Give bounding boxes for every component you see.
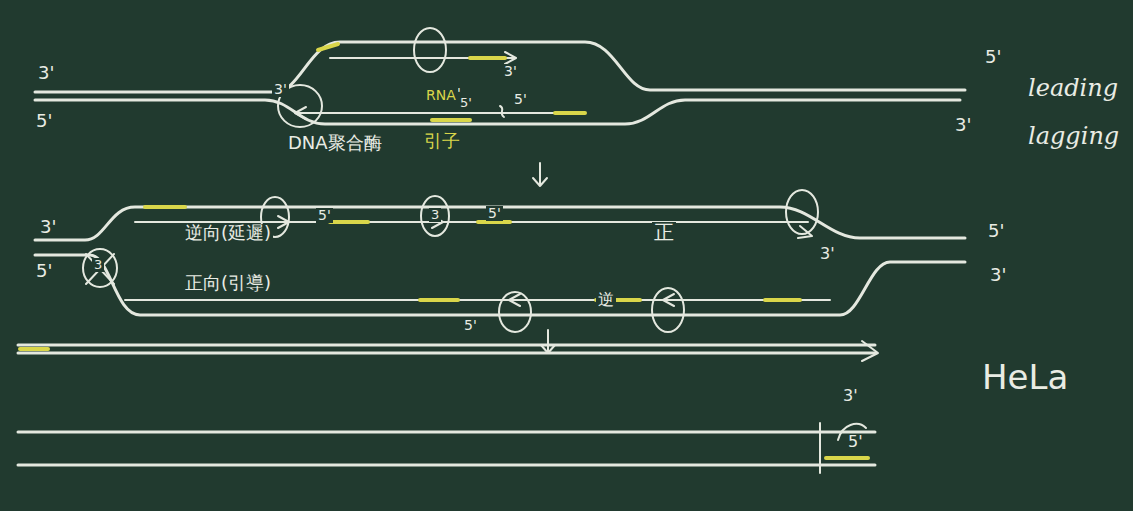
polymerase-circle bbox=[499, 292, 531, 332]
dna-strand bbox=[35, 42, 965, 92]
polymerase-circle bbox=[83, 249, 117, 287]
arrowhead bbox=[509, 294, 520, 306]
down-arrow bbox=[541, 330, 555, 353]
chalk-label: lagging bbox=[1026, 124, 1121, 149]
new-strand bbox=[135, 221, 808, 223]
primer-hook bbox=[500, 106, 504, 117]
dna-strand bbox=[18, 431, 875, 434]
rna-primer bbox=[420, 298, 458, 302]
chalk-label: 3' bbox=[818, 246, 837, 263]
chalk-label: 正向(引導) bbox=[183, 274, 273, 293]
chalk-label: 5' bbox=[462, 318, 479, 333]
polymerase-circle bbox=[414, 28, 446, 72]
chalk-label: 5' bbox=[512, 92, 529, 107]
chalk-label: 5' bbox=[846, 434, 865, 451]
polymerase-circle bbox=[421, 196, 449, 236]
dna-strand bbox=[35, 100, 960, 124]
polymerase-circle bbox=[786, 190, 818, 234]
arrowhead bbox=[663, 294, 674, 306]
chalk-label: RNA bbox=[424, 88, 458, 103]
chalk-label: 3' bbox=[502, 64, 519, 79]
rna-primer bbox=[765, 298, 800, 302]
dna-strand bbox=[18, 352, 875, 355]
dna-strand bbox=[18, 464, 875, 467]
rna-primer bbox=[330, 220, 368, 224]
chalk-label: 3' bbox=[953, 116, 973, 135]
chalk-label: 3' bbox=[36, 64, 56, 83]
dna-strand bbox=[18, 344, 875, 347]
chalk-label: HeLa bbox=[980, 360, 1070, 396]
chalk-label: DNA聚合酶 bbox=[286, 134, 384, 153]
arrowhead bbox=[295, 107, 306, 119]
chalk-label: 3' bbox=[988, 266, 1008, 285]
polymerase-circle bbox=[652, 288, 684, 332]
chalk-label: 5' bbox=[486, 206, 503, 221]
rna-primer bbox=[432, 118, 470, 122]
new-strand bbox=[296, 112, 560, 114]
chalk-label: 5' bbox=[983, 48, 1003, 67]
chalk-label: leading bbox=[1026, 76, 1120, 101]
new-strand bbox=[125, 299, 830, 301]
chalk-label: 3 bbox=[92, 258, 104, 272]
chalk-label: 5' bbox=[34, 262, 54, 281]
chalk-label: 正 bbox=[652, 222, 676, 243]
chalk-label: 3' bbox=[272, 82, 289, 97]
chalk-label: 引子 bbox=[422, 132, 462, 151]
cut-mark bbox=[819, 423, 821, 473]
dna-strand bbox=[35, 207, 965, 240]
chalk-label: 3 bbox=[429, 208, 441, 222]
rna-primer bbox=[145, 205, 185, 209]
rna-primer bbox=[826, 456, 868, 460]
chalk-label: 5' bbox=[458, 96, 474, 110]
rna-primer bbox=[318, 44, 338, 50]
new-strand bbox=[330, 57, 515, 59]
chalk-label: 5' bbox=[34, 112, 54, 131]
down-arrow bbox=[533, 163, 547, 186]
rna-primer bbox=[555, 111, 585, 115]
chalk-label: 逆 bbox=[596, 292, 616, 309]
chalk-label: 5' bbox=[986, 222, 1006, 241]
chalk-label: 3' bbox=[38, 218, 58, 237]
rna-primer bbox=[20, 347, 48, 351]
rna-primer bbox=[470, 56, 505, 60]
arrowhead bbox=[862, 341, 878, 361]
chalk-label: 3' bbox=[841, 388, 860, 405]
chalk-label: 5' bbox=[316, 208, 333, 223]
chalk-label: 逆向(延遲) bbox=[183, 224, 273, 243]
cross-mark bbox=[86, 254, 114, 284]
